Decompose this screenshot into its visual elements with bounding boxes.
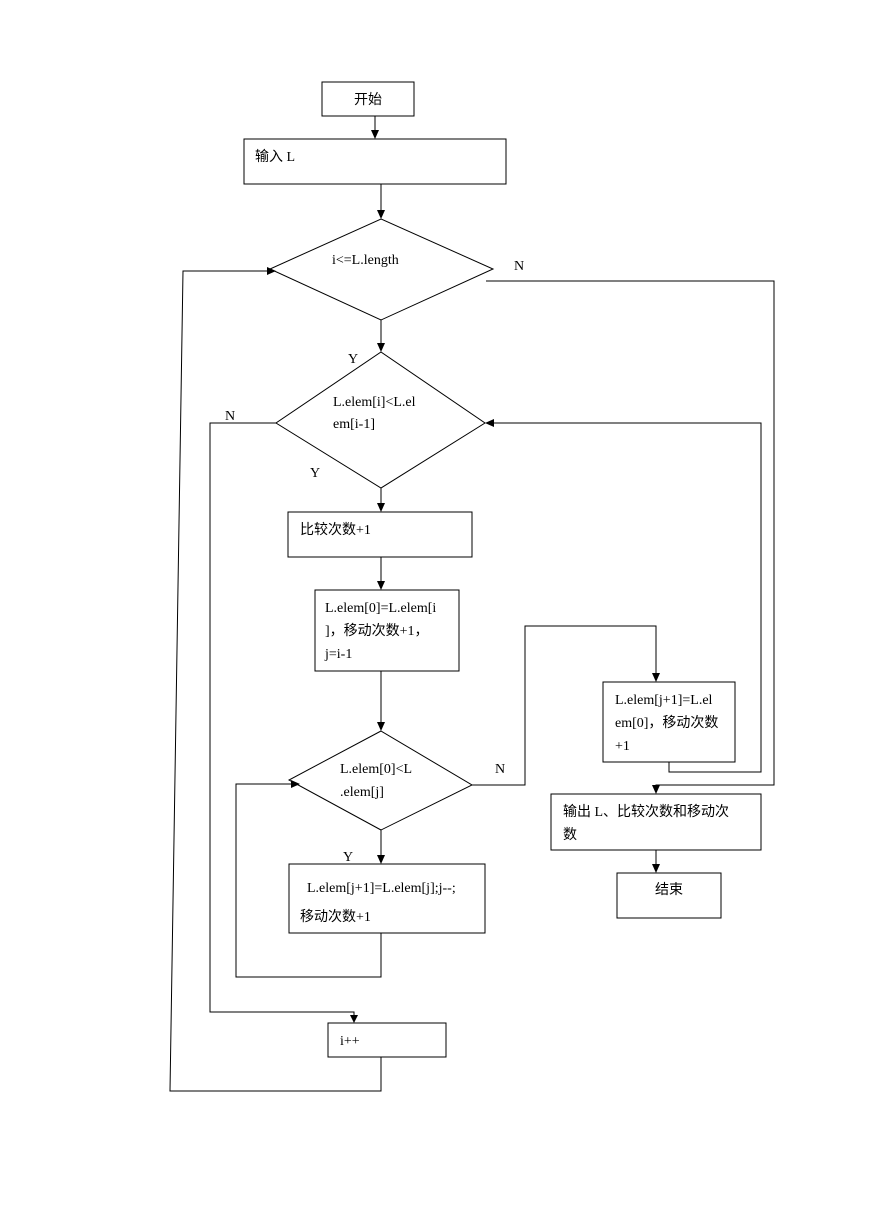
- compare-count-node: 比较次数+1: [287, 511, 473, 558]
- insert-line1: L.elem[j+1]=L.el: [615, 693, 713, 708]
- shift-condition-node: L.elem[0]<L .elem[j]: [287, 730, 474, 831]
- end-node: 结束: [616, 872, 722, 919]
- assign-sentinel-line3: j=i-1: [324, 647, 352, 662]
- compare-condition-node: L.elem[i]<L.el em[i-1]: [275, 351, 486, 489]
- output-line2: 数: [563, 827, 577, 843]
- edge-compare-yes-to-count: [377, 488, 385, 512]
- insert-line3: +1: [615, 739, 630, 754]
- edge-count-to-assign: [377, 557, 385, 590]
- shift-no-label: N: [495, 762, 505, 777]
- edge-increment-to-loop: [169, 267, 382, 1092]
- edge-body-loop-back: [235, 780, 382, 978]
- shift-yes-label: Y: [343, 850, 353, 865]
- loop-condition-node: i<=L.length: [268, 218, 495, 321]
- loop-condition-label: i<=L.length: [332, 253, 399, 268]
- edge-compare-no-to-increment: [209, 422, 358, 1023]
- compare-yes-label-1: Y: [348, 352, 358, 367]
- edge-shift-yes-to-body: [377, 830, 385, 864]
- edge-output-to-end: [652, 850, 660, 873]
- edge-start-to-input: [371, 116, 379, 139]
- shift-body-line2: 移动次数+1: [300, 909, 371, 925]
- assign-sentinel-node: L.elem[0]=L.elem[i ]，移动次数+1， j=i-1: [314, 589, 460, 672]
- edge-loop-yes-to-compare: [377, 320, 385, 352]
- insert-line2: em[0]，移动次数: [615, 715, 718, 731]
- output-node: 输出 L、比较次数和移动次 数: [550, 793, 762, 851]
- assign-sentinel-line2: ]，移动次数+1，: [325, 623, 429, 639]
- input-node: 输入 L: [243, 138, 507, 185]
- shift-body-line1: L.elem[j+1]=L.elem[j];j--;: [307, 881, 456, 896]
- increment-label: i++: [340, 1034, 360, 1049]
- loop-no-label: N: [514, 259, 524, 274]
- compare-condition-line2: em[i-1]: [333, 417, 375, 432]
- shift-condition-line2: .elem[j]: [340, 785, 384, 800]
- compare-count-label: 比较次数+1: [300, 522, 371, 538]
- shift-body-node: L.elem[j+1]=L.elem[j];j--; 移动次数+1: [288, 863, 486, 934]
- shift-condition-line1: L.elem[0]<L: [340, 762, 412, 777]
- edge-input-to-loop: [377, 184, 385, 219]
- edge-insert-back-to-compare: [485, 419, 762, 773]
- end-label: 结束: [655, 882, 683, 898]
- edge-assign-to-shift-cond: [377, 671, 385, 731]
- edge-shift-no-to-insert: [472, 625, 660, 786]
- output-line1: 输出 L、比较次数和移动次: [563, 804, 729, 820]
- insert-node: L.elem[j+1]=L.el em[0]，移动次数 +1: [602, 681, 736, 763]
- start-node: 开始: [321, 81, 415, 117]
- edge-loop-no-to-output: [486, 280, 775, 794]
- compare-condition-line1: L.elem[i]<L.el: [333, 395, 416, 410]
- input-label: 输入 L: [255, 149, 295, 165]
- start-label: 开始: [354, 92, 382, 108]
- compare-yes-label-2: Y: [310, 466, 320, 481]
- assign-sentinel-line1: L.elem[0]=L.elem[i: [325, 601, 436, 616]
- increment-node: i++: [327, 1022, 447, 1058]
- compare-no-label: N: [225, 409, 235, 424]
